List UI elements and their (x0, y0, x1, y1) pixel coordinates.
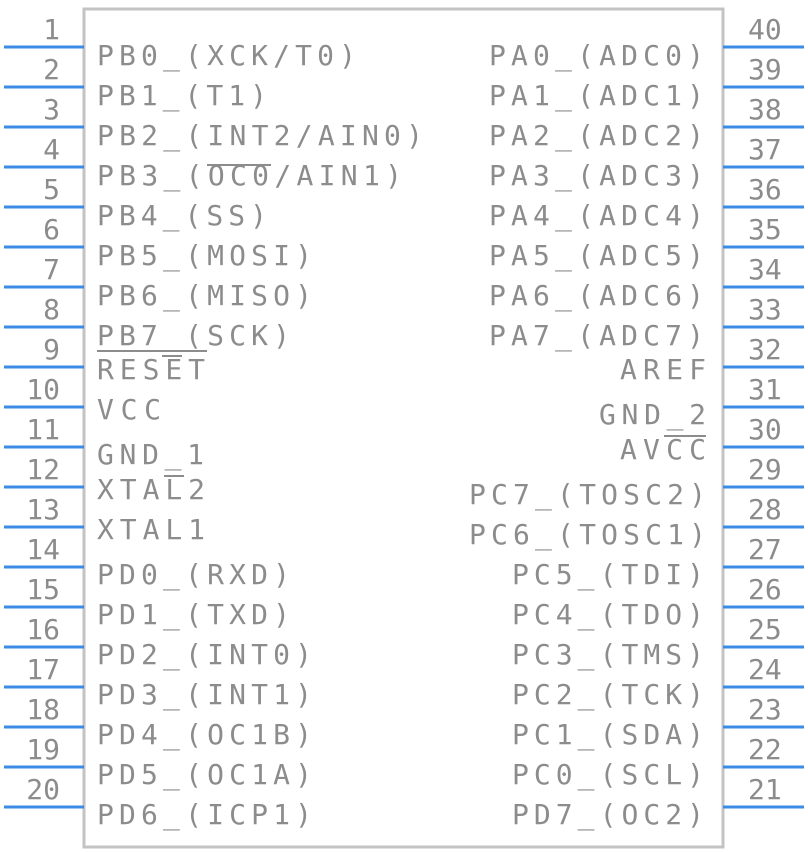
pin-label: XTAL1 (97, 513, 205, 546)
pin-label: RESET (97, 353, 205, 386)
pin-number: 36 (748, 173, 782, 206)
pin-number: 8 (43, 293, 60, 326)
pin-number: 31 (748, 373, 782, 406)
pin-number: 12 (26, 453, 60, 486)
right-pin-numbers: 40 39 38 37 36 35 34 33 32 31 30 29 28 2… (748, 13, 782, 806)
pin-number: 35 (748, 213, 782, 246)
pin-label: GND_2 (599, 398, 706, 432)
pin-number: 1 (43, 13, 60, 46)
pin-number: 20 (26, 773, 60, 806)
pin-number: 22 (748, 733, 782, 766)
pin-number: 5 (43, 173, 60, 206)
left-pin-lines (4, 45, 84, 809)
pin-number: 9 (43, 333, 60, 366)
pin-label: XTAL2 (97, 473, 205, 506)
pin-number: 21 (748, 773, 782, 806)
pin-label: PC6_(TOSC1) (469, 518, 706, 552)
pin-number: 30 (748, 413, 782, 446)
left-pin-numbers: 1 2 3 4 5 6 7 8 9 10 11 12 13 14 15 16 1… (26, 13, 60, 806)
pin-number: 34 (748, 253, 782, 286)
pin-number: 39 (748, 53, 782, 86)
pin-label: PD1_(TXD) (97, 598, 290, 632)
pin-number: 16 (26, 613, 60, 646)
pin-label: PC3_(TMS) (512, 638, 704, 672)
pin-number: 24 (748, 653, 782, 686)
pin-number: 11 (26, 413, 60, 446)
pin-label: PC0_(SCL) (512, 758, 704, 792)
pin-number: 40 (748, 13, 782, 46)
pin-number: 3 (43, 93, 60, 126)
pin-number: 26 (748, 573, 782, 606)
pin-label: PD0_(RXD) (97, 558, 290, 592)
pin-number: 29 (748, 453, 782, 486)
pin-number: 38 (748, 93, 782, 126)
pin-number: 18 (26, 693, 60, 726)
overbars (97, 164, 706, 477)
pin-number: 33 (748, 293, 782, 326)
pin-number: 15 (26, 573, 60, 606)
pin-number: 4 (43, 133, 60, 166)
pin-label: PB2_(INT2/AIN0) (97, 119, 423, 153)
pin-number: 6 (43, 213, 60, 246)
pin-number: 10 (26, 373, 60, 406)
right-pin-lines (723, 45, 804, 809)
pin-label: PC2_(TCK) (512, 678, 704, 712)
pin-number: 19 (26, 733, 60, 766)
pin-number: 25 (748, 613, 782, 646)
pin-number: 17 (26, 653, 60, 686)
pin-label: PC4_(TDO) (512, 598, 704, 632)
ic-body (82, 7, 725, 849)
pin-number: 27 (748, 533, 782, 566)
pin-label: GND_1 (97, 438, 204, 472)
pin-number: 13 (26, 493, 60, 526)
pin-number: 23 (748, 693, 782, 726)
pin-label: PC5_(TDI) (512, 558, 704, 592)
pin-number: 37 (748, 133, 782, 166)
pin-label: PC1_(SDA) (512, 718, 704, 752)
pin-label: PB7_(SCK) (97, 319, 290, 353)
pin-label: VCC (97, 393, 161, 426)
pin-number: 2 (43, 53, 60, 86)
pin-number: 7 (43, 253, 60, 286)
pin-number: 28 (748, 493, 782, 526)
pin-label: PC7_(TOSC2) (469, 478, 706, 512)
pin-number: 32 (748, 333, 782, 366)
pin-label: PD7_(OC2) (512, 798, 704, 832)
pin-number: 14 (26, 533, 60, 566)
